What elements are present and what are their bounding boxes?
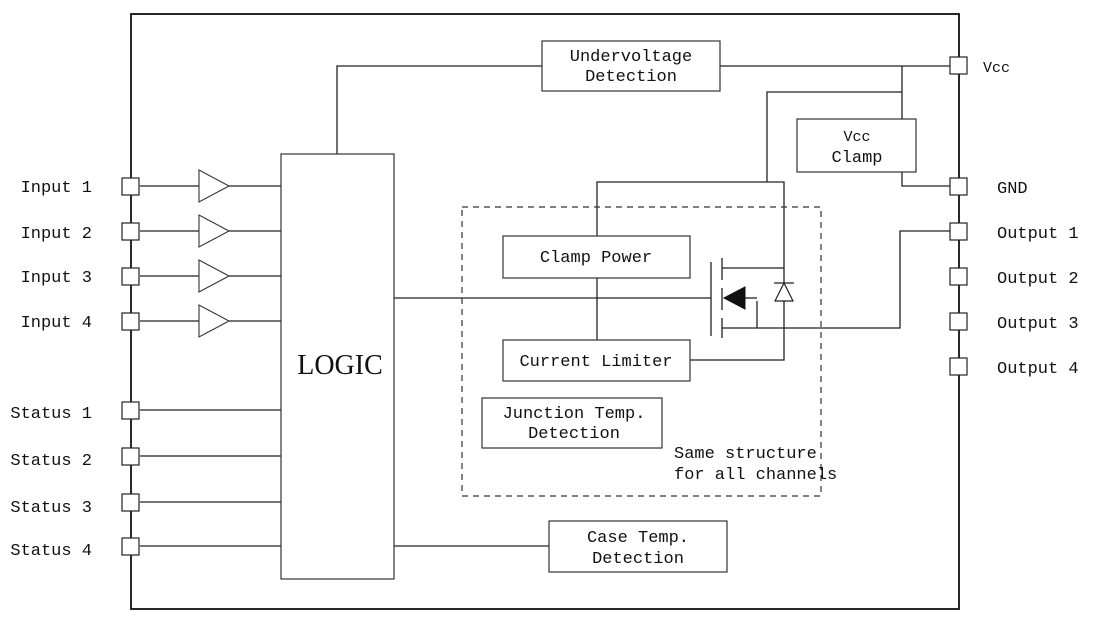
pin-input-3	[121, 267, 140, 286]
clamp-power-label: Clamp Power	[540, 249, 652, 268]
pin-input-4	[121, 312, 140, 331]
label-input-4: Input 4	[21, 314, 92, 333]
pin-output-3	[949, 312, 968, 331]
vcc-clamp-label-line1: Vcc	[843, 129, 870, 146]
label-vcc: Vcc	[983, 60, 1010, 77]
left-pin-labels: Input 1 Input 2 Input 3 Input 4 Status 1…	[10, 179, 92, 561]
case-temp-label-line1: Case Temp.	[587, 529, 689, 548]
right-pins	[949, 56, 968, 376]
vcc-clamp-block: Vcc Clamp	[796, 118, 917, 173]
pin-vcc	[949, 56, 968, 75]
channel-note-line1: Same structure	[674, 445, 817, 464]
junction-temp-detection-block: Junction Temp. Detection	[481, 397, 663, 449]
label-output-4: Output 4	[997, 360, 1079, 379]
case-temp-label-line2: Detection	[592, 550, 684, 569]
label-status-3: Status 3	[10, 499, 92, 518]
label-output-3: Output 3	[997, 315, 1079, 334]
input-buffer-4	[198, 304, 231, 338]
body-diode-arrow	[722, 286, 746, 310]
pin-status-1	[121, 401, 140, 420]
pin-output-2	[949, 267, 968, 286]
input-buffers	[198, 169, 231, 338]
vcc-clamp-label-line2: Clamp	[831, 149, 882, 168]
label-input-3: Input 3	[21, 269, 92, 288]
label-input-1: Input 1	[21, 179, 92, 198]
pin-status-3	[121, 493, 140, 512]
input-buffer-3	[198, 259, 231, 293]
pin-output-1	[949, 222, 968, 241]
logic-label: LOGIC	[297, 350, 383, 381]
case-temp-detection-block: Case Temp. Detection	[548, 520, 728, 573]
channel-group-boundary	[461, 206, 822, 497]
power-mosfet	[710, 258, 794, 338]
input-buffer-2	[198, 214, 231, 248]
chip-outline	[130, 13, 960, 610]
label-output-2: Output 2	[997, 270, 1079, 289]
undervoltage-label-line1: Undervoltage	[570, 48, 692, 67]
clamp-power-block: Clamp Power	[502, 235, 691, 279]
wires	[140, 65, 951, 547]
left-pins	[121, 177, 140, 556]
channel-note-line2: for all channels	[674, 466, 837, 485]
label-input-2: Input 2	[21, 225, 92, 244]
freewheel-diode	[774, 281, 794, 302]
current-limiter-label: Current Limiter	[519, 353, 672, 372]
label-status-4: Status 4	[10, 542, 92, 561]
input-buffer-1	[198, 169, 231, 203]
junction-temp-label-line2: Detection	[528, 425, 620, 444]
logic-block: LOGIC	[280, 153, 395, 580]
undervoltage-detection-block: Undervoltage Detection	[541, 40, 721, 92]
pin-output-4	[949, 357, 968, 376]
pin-status-2	[121, 447, 140, 466]
undervoltage-label-line2: Detection	[585, 68, 677, 87]
right-pin-labels: Vcc GND Output 1 Output 2 Output 3 Outpu…	[983, 60, 1079, 379]
label-status-1: Status 1	[10, 405, 92, 424]
pin-input-1	[121, 177, 140, 196]
label-status-2: Status 2	[10, 452, 92, 471]
pin-status-4	[121, 537, 140, 556]
junction-temp-label-line1: Junction Temp.	[503, 405, 646, 424]
label-gnd: GND	[997, 180, 1028, 199]
pin-input-2	[121, 222, 140, 241]
label-output-1: Output 1	[997, 225, 1079, 244]
current-limiter-block: Current Limiter	[502, 339, 691, 382]
pin-gnd	[949, 177, 968, 196]
